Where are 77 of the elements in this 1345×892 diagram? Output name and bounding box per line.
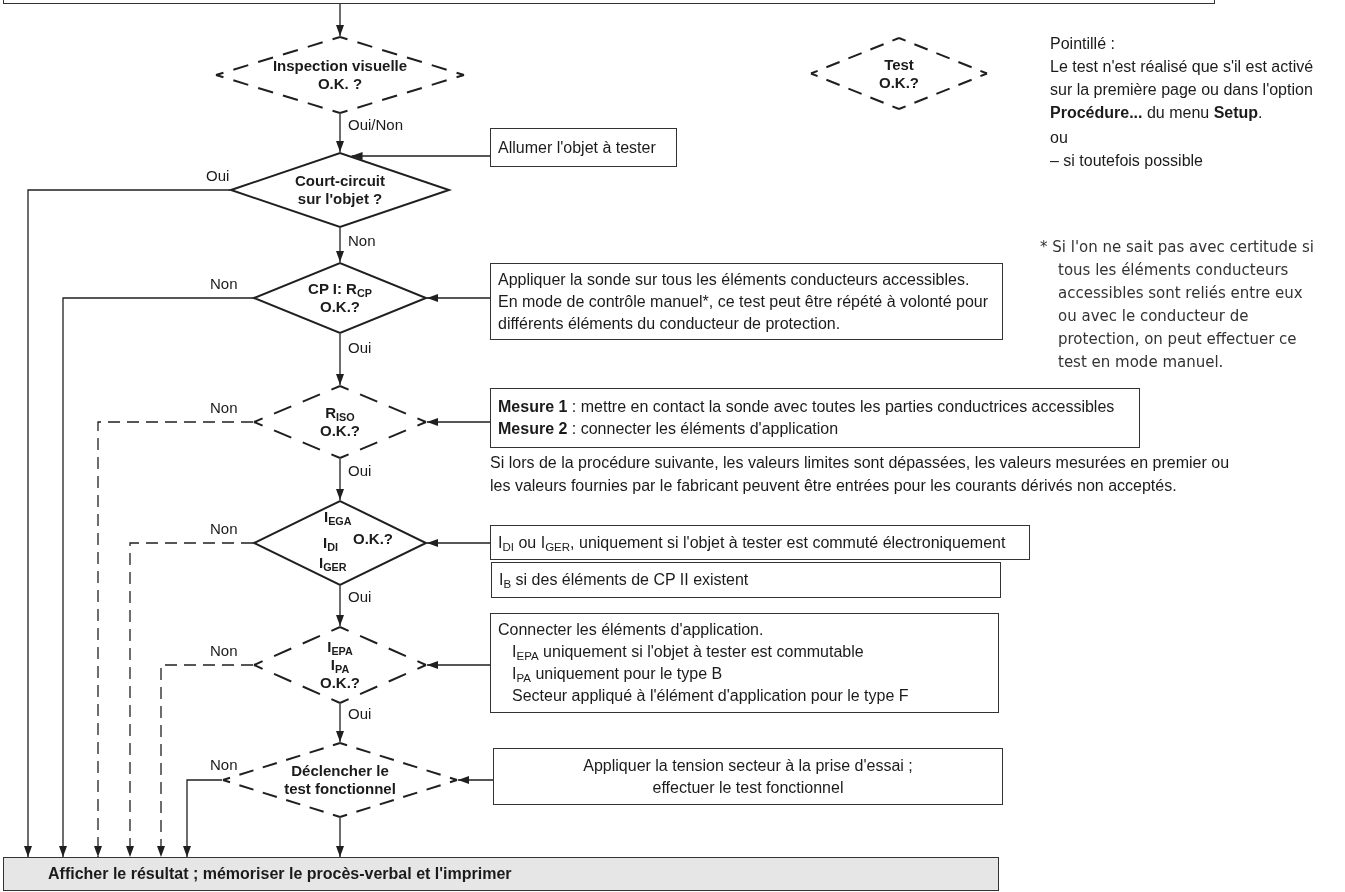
arrow [336, 3, 344, 37]
legend-note: – si toutefois possible [1050, 151, 1203, 171]
arrow [426, 661, 491, 669]
decision-text: I$_{DI}$ [323, 534, 338, 552]
edge-label: Oui [347, 462, 373, 479]
edge-label: Oui [347, 705, 373, 722]
legend-note: Le test n'est réalisé que s'il est activé sur la première page ou dans l'option Procédure... du menu Setup. [1050, 57, 1315, 123]
instruction-box [491, 562, 1001, 598]
instruction-box [493, 748, 1003, 805]
arrow [59, 297, 254, 858]
decision-diamond [253, 385, 427, 459]
decision-text: O.K.? [320, 422, 360, 440]
legend-heading: Pointillé : [1050, 34, 1115, 54]
edge-label: Oui [347, 339, 373, 356]
instruction-box [490, 613, 999, 713]
instruction-text: Secteur appliqué à l'élément d'application pour le type F [512, 686, 909, 706]
instruction-text: Allumer l'objet à tester [498, 137, 656, 158]
edge-label: Oui/Non [347, 116, 405, 133]
instruction-text: I$_{B}$ si des éléments de CP II existent [499, 570, 749, 591]
legend-text: Test O.K.? [878, 55, 920, 92]
instruction-text: Appliquer la sonde sur tous les éléments conducteurs accessibles. [498, 269, 970, 290]
instruction-text: Appliquer la tension secteur à la prise d'essai ; effectuer le test fonctionnel [582, 755, 914, 798]
arrow [336, 458, 344, 501]
result-text: Afficher le résultat ; mémoriser le procès-verbal et l'imprimer [48, 864, 512, 884]
arrow [336, 817, 344, 858]
legend-diamond [810, 37, 988, 110]
decision-text: O.K.? [353, 530, 393, 548]
decision-diamond [230, 152, 450, 228]
footnote: * Si l'on ne sait pas avec certitude si tous les éléments conducteurs accessibles sont reliés entre eux ou avec le conducteur de protection, on peut effectuer ce test en mode manuel. [1039, 237, 1315, 373]
decision-text: R$_{ISO}$ [325, 404, 355, 422]
arrow [336, 113, 344, 153]
decision-diamond [253, 262, 427, 334]
instruction-box [490, 263, 1003, 340]
instruction-box [490, 128, 677, 167]
decision-text: I$_{PA}$ [330, 656, 350, 674]
instruction-text: I$_{EPA}$ uniquement si l'objet à tester est commutable [512, 642, 864, 663]
arrow [24, 189, 231, 858]
instruction-text: Connecter les éléments d'application. [498, 620, 764, 640]
arrow [426, 294, 491, 302]
arrow [457, 776, 494, 784]
instruction-box [490, 525, 1030, 560]
dashed-arrow [157, 664, 254, 858]
arrow [336, 227, 344, 263]
dashed-arrow [94, 421, 254, 858]
decision-text: I$_{EPA}$ [327, 638, 353, 656]
decision-text: O.K. ? [317, 75, 363, 93]
result-bar [3, 857, 999, 891]
arrow [336, 703, 344, 743]
dashed-arrow [126, 542, 254, 858]
decision-text: CP I: R$_{CP}$ [308, 280, 372, 298]
arrow [426, 539, 491, 547]
instruction-text: En mode de contrôle manuel*, ce test peut être répété à volonté pour différents éléments du conducteur de protection. [498, 291, 990, 334]
instruction-text: Mesure 1 : mettre en contact la sonde avec toutes les parties conductrices accessibles [498, 397, 1115, 417]
decision-text: O.K.? [320, 298, 360, 316]
decision-text: I$_{GER}$ [319, 554, 347, 572]
decision-text: Inspection visuelle [272, 57, 408, 75]
instruction-box [490, 388, 1140, 448]
decision-diamond [253, 626, 427, 704]
arrow [183, 779, 223, 858]
instruction-text: I$_{PA}$ uniquement pour le type B [512, 664, 723, 685]
arrow [350, 152, 491, 160]
decision-text: I$_{EGA}$ [324, 508, 352, 526]
arrow [426, 418, 491, 426]
process-box [3, 0, 1215, 4]
edge-label: Oui [347, 588, 373, 605]
note-text: Si lors de la procédure suivante, les valeurs limites sont dépassées, les valeurs mesurées en premier ou les valeurs fournies par le fabricant peuvent être entrées pour les courants dérivés non acceptés. [490, 453, 1231, 496]
arrow [336, 585, 344, 627]
decision-text: Court-circuit sur l'objet ? [294, 172, 386, 208]
arrow [336, 333, 344, 386]
decision-diamond [253, 500, 427, 586]
edge-label: Oui [205, 167, 231, 184]
decision-diamond [215, 36, 465, 114]
decision-text: Déclencher le test fonctionnel [283, 762, 397, 798]
instruction-text: Mesure 2 : connecter les éléments d'application [498, 419, 839, 439]
instruction-text: I$_{DI}$ ou I$_{GER}$, uniquement si l'objet à tester est commuté électroniquement [498, 532, 1006, 554]
decision-text: O.K.? [320, 674, 360, 692]
legend-note: ou [1050, 128, 1068, 148]
